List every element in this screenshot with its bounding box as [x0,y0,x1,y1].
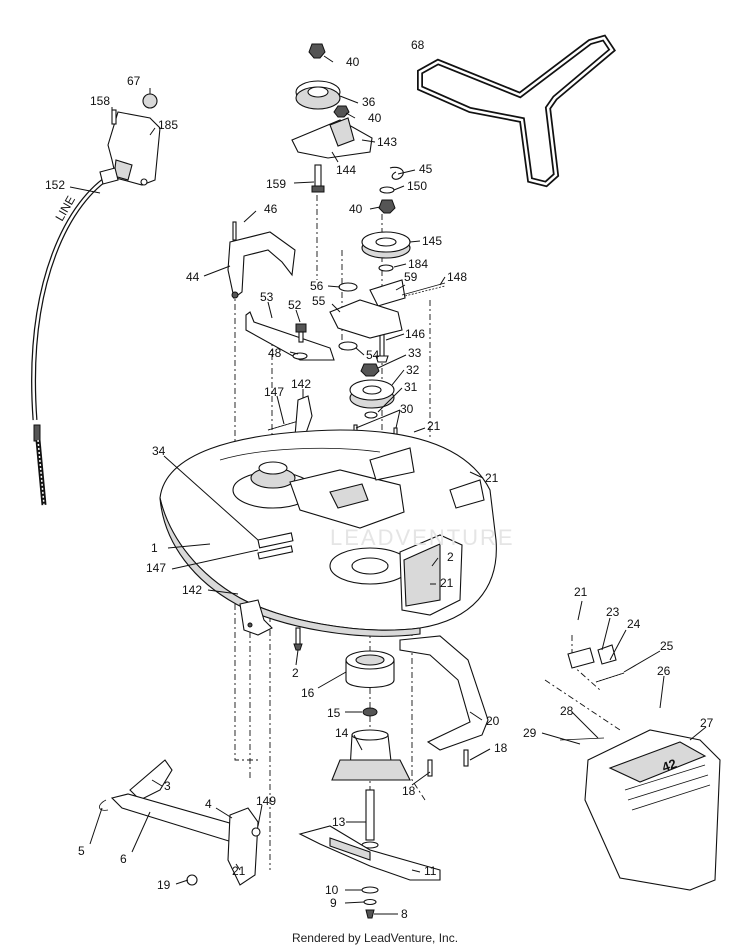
callout-158: 158 [90,94,110,108]
callout-9: 9 [330,896,337,910]
callout-31: 31 [404,380,418,394]
callout-23: 23 [606,605,620,619]
callout-146: 146 [405,327,425,341]
callout-40-mid: 40 [368,111,382,125]
callout-5: 5 [78,844,85,858]
mower-deck-housing [159,429,497,637]
drive-belt-68 [417,34,616,188]
callout-184: 184 [408,257,428,271]
idler-arm-55 [329,282,403,351]
callout-48: 48 [268,346,282,360]
callout-56: 56 [310,279,324,293]
callout-24: 24 [627,617,641,631]
callout-21-bottom: 21 [232,864,246,878]
callout-46: 46 [264,202,278,216]
callout-21-shield: 21 [574,585,588,599]
callout-32: 32 [406,363,420,377]
callout-152: 152 [45,178,65,192]
watermark: LEADVENTURE [330,525,515,550]
lever-assembly-53 [245,311,335,361]
callout-147-bottom: 147 [146,561,166,575]
callout-labels: 67 158 185 152 40 36 40 143 144 159 68 4… [45,38,714,921]
callout-144: 144 [336,163,356,177]
callout-11: 11 [424,864,437,878]
callout-21-far-right: 21 [485,471,499,485]
callout-142-bottom: 142 [182,583,202,597]
callout-52: 52 [288,298,302,312]
callout-2-deck: 2 [447,550,454,564]
callout-33: 33 [408,346,422,360]
callout-26: 26 [657,664,671,678]
callout-36: 36 [362,95,376,109]
baffle-20 [399,635,489,777]
engagement-control-bracket [107,93,161,186]
callout-27: 27 [700,716,714,730]
lower-bracket-142 [239,599,303,651]
callout-15: 15 [327,706,341,720]
callout-29: 29 [523,726,537,740]
idler-pulley-assembly [291,43,373,193]
callout-149: 149 [256,794,276,808]
callout-13: 13 [332,815,346,829]
callout-6: 6 [120,852,127,866]
spindle-shaft-13 [361,789,379,849]
callout-20: 20 [486,714,500,728]
callout-18-left: 18 [402,784,416,798]
callout-21-deck: 21 [440,576,454,590]
callout-40-lower: 40 [349,202,363,216]
callout-147-top: 147 [264,385,284,399]
callout-59: 59 [404,270,418,284]
callout-148: 148 [447,270,467,284]
callout-30: 30 [400,402,414,416]
handle-knob-67 [142,93,158,109]
tension-idler-assembly [361,166,446,363]
callout-159: 159 [266,177,286,191]
callout-8: 8 [401,907,408,921]
render-credit: Rendered by LeadVenture, Inc. [291,931,459,945]
lift-link-assembly [99,759,261,886]
callout-34: 34 [152,444,166,458]
callout-1: 1 [151,541,158,555]
deck-shield-label: 42 [660,756,679,775]
spindle-housing-assembly [331,650,411,781]
blade-assembly [298,825,441,919]
callout-143: 143 [377,135,397,149]
callout-142-top: 142 [291,377,311,391]
callout-4: 4 [205,797,212,811]
callout-54: 54 [366,348,380,362]
callout-40-top: 40 [346,55,360,69]
callout-25: 25 [660,639,674,653]
callout-2-bolt: 2 [292,666,299,680]
callout-3: 3 [164,779,171,793]
callout-67: 67 [127,74,141,88]
callout-14: 14 [335,726,349,740]
callout-150: 150 [407,179,427,193]
callout-28: 28 [560,704,574,718]
callout-10: 10 [325,883,339,897]
callout-55: 55 [312,294,326,308]
callout-145: 145 [422,234,442,248]
cable-label: LINE [52,193,77,223]
engagement-cable-152: LINE [31,167,119,506]
callout-16: 16 [301,686,315,700]
belt-keeper-44 [227,221,296,299]
callout-44: 44 [186,270,200,284]
callout-21-right: 21 [427,419,441,433]
callout-19: 19 [157,878,171,892]
callout-45: 45 [419,162,433,176]
callout-53: 53 [260,290,274,304]
callout-18-right: 18 [494,741,508,755]
discharge-deflector-27: 42 [559,644,721,891]
callout-185: 185 [158,118,178,132]
callout-68: 68 [411,38,425,52]
leader-lines [69,55,707,915]
